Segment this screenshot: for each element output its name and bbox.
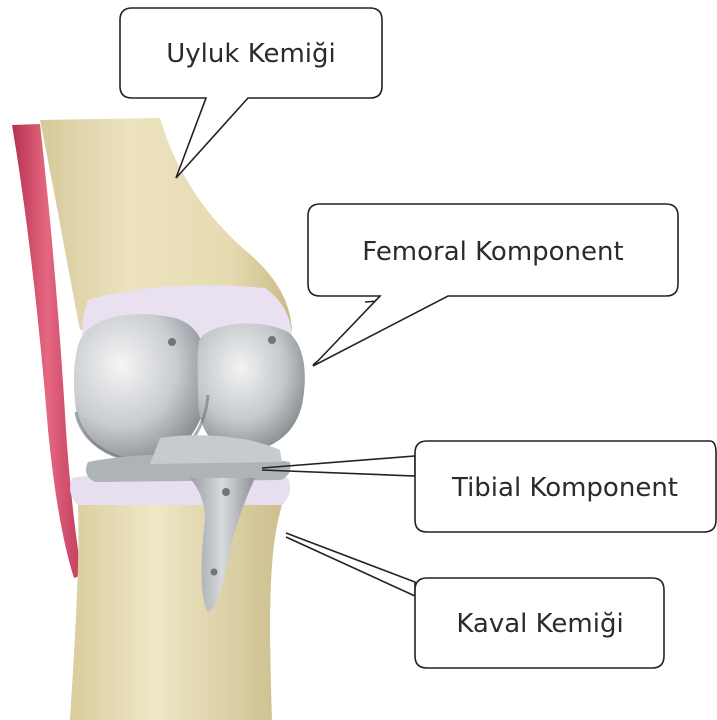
callout-femoral-component: Femoral Komponent — [308, 204, 678, 366]
implant-screw — [211, 569, 218, 576]
femoral-component-right-condyle — [198, 323, 305, 452]
callout-tibial-component: Tibial Komponent — [415, 441, 716, 532]
implant-screw — [168, 338, 176, 346]
implant-screw — [222, 488, 230, 496]
label-femoral-component: Femoral Komponent — [362, 237, 623, 267]
label-femur: Uyluk Kemiği — [166, 39, 335, 69]
label-tibia: Kaval Kemiği — [456, 609, 623, 639]
callout-tibia: Kaval Kemiği — [415, 578, 664, 668]
label-tibial-component: Tibial Komponent — [451, 473, 678, 503]
leader-line-tibia — [286, 533, 415, 596]
implant-screw — [268, 336, 276, 344]
tibia-bone — [70, 505, 282, 720]
